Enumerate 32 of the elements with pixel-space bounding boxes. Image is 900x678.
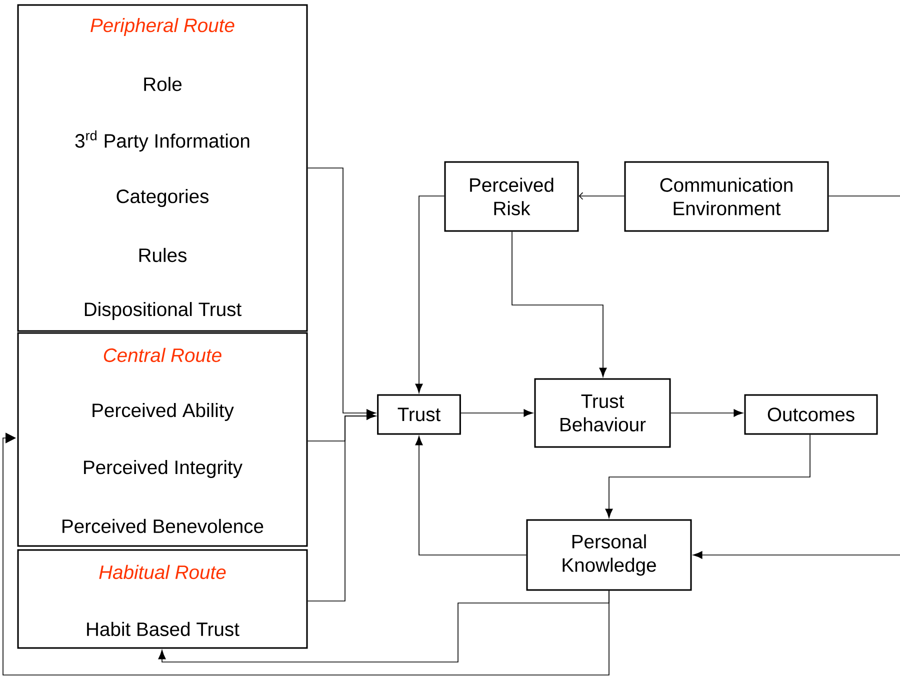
arrow [307, 412, 376, 602]
factor-label: Dispositional Trust [84, 302, 242, 320]
factor-label: Habit Based Trust [87, 622, 240, 636]
factor-label: Categories [116, 189, 209, 207]
arrow [670, 409, 744, 417]
concept-box: Perceived Risk [444, 161, 579, 232]
arrow [415, 196, 445, 394]
route-heading: Habitual Route [99, 564, 226, 580]
factor-label: Rules [139, 248, 186, 262]
concept-box: Communication Environment [624, 161, 829, 232]
concept-box: Outcomes [744, 394, 878, 435]
arrow [2, 432, 610, 676]
arrow [605, 434, 810, 518]
concept-box: Trust Behaviour [534, 378, 671, 448]
route-box [17, 332, 308, 547]
arrow [460, 409, 534, 417]
factor-label: Perceived Integrity [84, 460, 242, 478]
route-box [17, 549, 308, 649]
factor-label: Perceived Benevolence [62, 518, 264, 534]
concept-box: Personal Knowledge [526, 519, 692, 591]
factor-label: 3$^{rd}$ Party Information [75, 130, 250, 152]
arrow [578, 192, 625, 200]
arrow [307, 168, 376, 417]
route-heading: Peripheral Route [90, 18, 234, 36]
route-heading: Central Route [104, 348, 222, 362]
arrow [415, 436, 527, 556]
arrow [693, 551, 900, 559]
concept-box: Trust [377, 394, 461, 435]
factor-label: Role [144, 76, 182, 92]
arrow [512, 231, 607, 378]
route-box [17, 4, 308, 332]
factor-label: Perceived Ability [92, 403, 234, 421]
